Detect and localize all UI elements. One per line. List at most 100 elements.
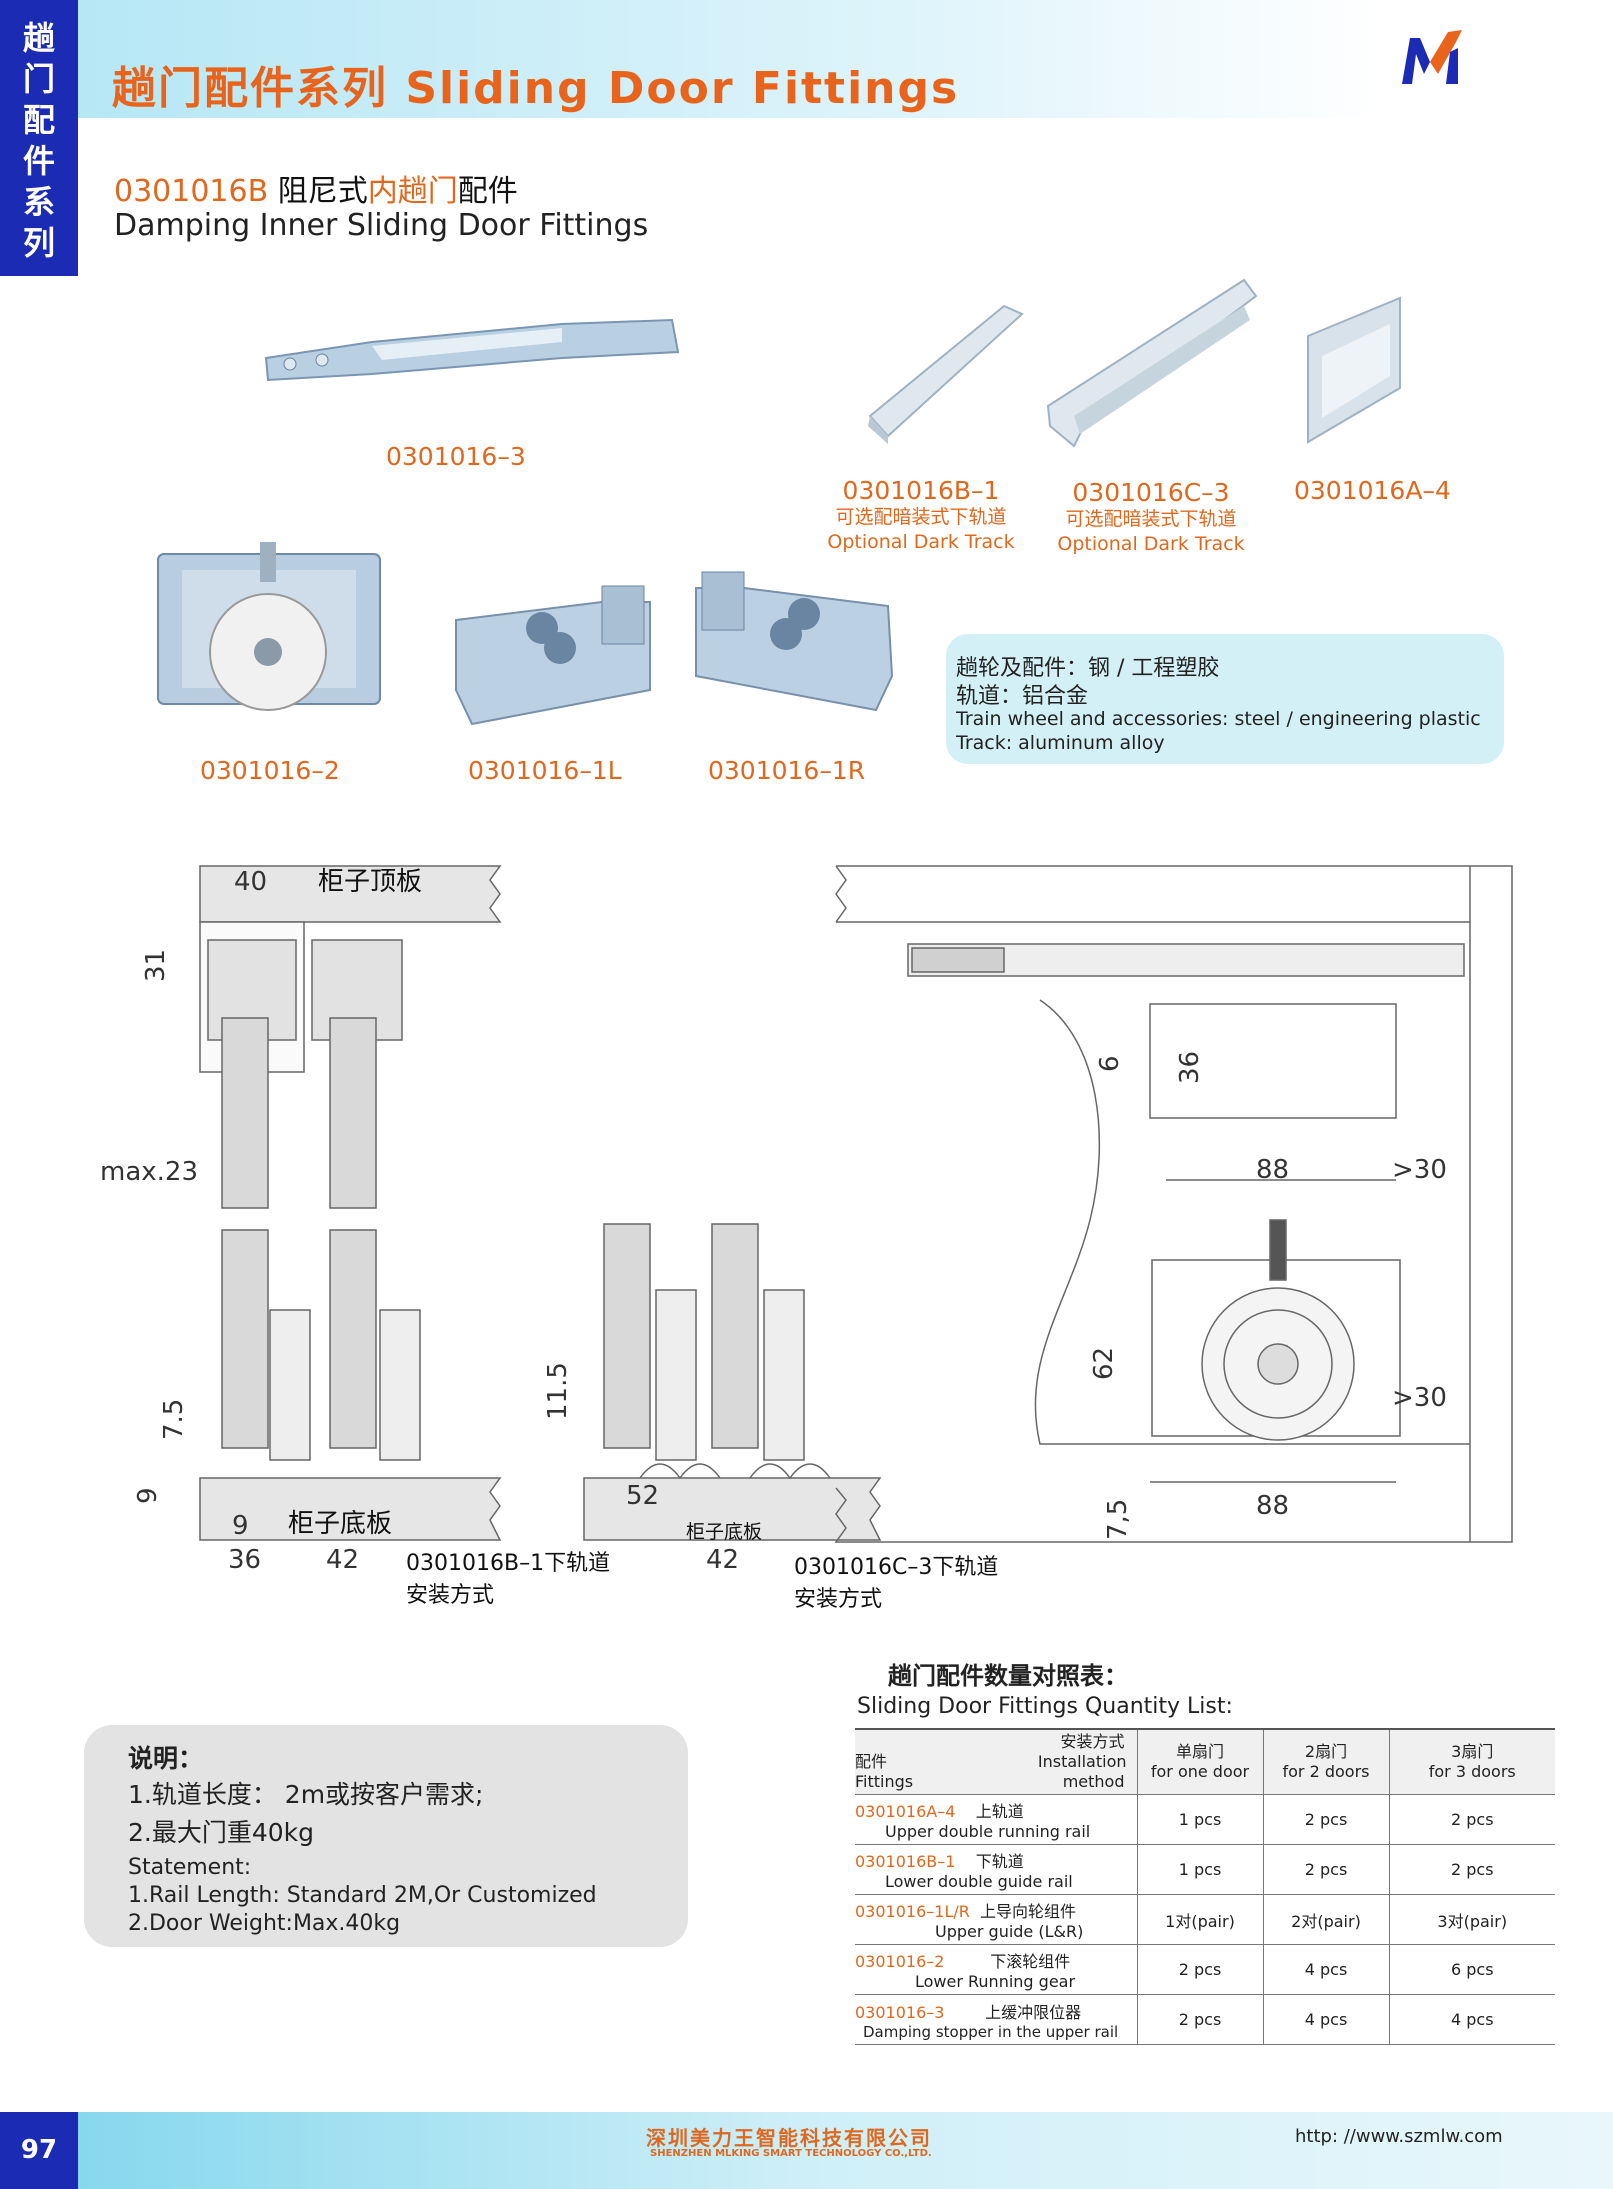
column-header-en: for 2 doors	[1282, 1762, 1370, 1781]
qty-cell: 1 pcs	[1136, 1794, 1263, 1845]
fitting-name-en: Upper double running rail	[885, 1822, 1091, 1841]
qty-cell: 6 pcs	[1388, 1944, 1555, 1995]
material-cn-2: 轨道：铝合金	[956, 684, 1089, 709]
part-cn-c3: 可选配暗装式下轨道	[1065, 508, 1237, 530]
rail-c3-photo	[1046, 278, 1258, 448]
part-label-b1: 0301016B–1 可选配暗装式下轨道 Optional Dark Track	[826, 476, 1016, 555]
fitting-name-cn: 上轨道	[975, 1802, 1024, 1821]
notes-en-1: 1.Rail Length: Standard 2M,Or Customized	[128, 1883, 597, 1908]
notes-en-title: Statement:	[128, 1855, 252, 1880]
dim-gt30-a: >30	[1392, 1155, 1447, 1185]
upper-guide-left-photo	[455, 585, 651, 726]
dim-36: 36	[228, 1545, 261, 1575]
fitting-name-en: Lower double guide rail	[885, 1872, 1073, 1891]
product-code: 0301016B	[114, 174, 269, 209]
qty-table-subtitle: Sliding Door Fittings Quantity List:	[857, 1694, 1233, 1719]
dim-7-5-b: 7,5	[1103, 1499, 1133, 1540]
part-label-c3: 0301016C–3 可选配暗装式下轨道 Optional Dark Track	[1056, 478, 1246, 557]
notes-title: 说明：	[128, 1744, 204, 1773]
footer-band	[0, 2112, 1613, 2189]
rail-b1-photo	[868, 304, 1024, 444]
qty-cell: 2 pcs	[1136, 1944, 1263, 1995]
part-code-b1: 0301016B–1	[842, 476, 1000, 505]
column-header-cn: 2扇门	[1304, 1742, 1348, 1761]
product-title-cn: 阻尼式	[277, 174, 368, 209]
dim-42: 42	[326, 1545, 359, 1575]
qty-cell: 2对(pair)	[1262, 1894, 1389, 1945]
fitting-name-en: Damping stopper in the upper rail	[863, 2022, 1119, 2041]
qty-cell: 2 pcs	[1262, 1794, 1389, 1845]
website-link[interactable]: http: //www.szmlw.com	[1295, 2126, 1503, 2147]
header-method-cn: 安装方式	[1060, 1732, 1125, 1751]
part-label-2: 0301016–2	[200, 756, 340, 785]
fitting-name-en: Lower Running gear	[915, 1972, 1076, 1991]
dim-6: 6	[1095, 1055, 1125, 1072]
qty-cell: 2 pcs	[1388, 1794, 1555, 1845]
dim-42-b: 42	[706, 1545, 739, 1575]
qty-cell: 1对(pair)	[1136, 1894, 1263, 1945]
rail-a4-photo	[1307, 296, 1401, 444]
company-name-en: SHENZHEN MLKING SMART TECHNOLOGY CO.,LTD…	[650, 2148, 932, 2159]
dim-11-5: 11.5	[543, 1362, 573, 1420]
header-band	[78, 0, 1613, 118]
running-gear-photo	[157, 542, 381, 711]
dim-88-b: 88	[1256, 1491, 1289, 1521]
product-title-highlight: 内趟门	[367, 174, 458, 209]
installation-drawing: 40 柜子顶板 31 max.23 7.5 9 9 柜子底板 36 42 030…	[100, 865, 1513, 1612]
qty-cell: 2 pcs	[1136, 1994, 1263, 2045]
product-title: 0301016B 阻尼式内趟门配件	[114, 166, 518, 210]
upper-guide-right-photo	[695, 571, 894, 712]
install-b1-method: 安装方式	[406, 1583, 494, 1608]
part-en-c3: Optional Dark Track	[1057, 533, 1245, 555]
notes-box: 说明： 1.轨道长度： 2m或按客户需求; 2.最大门重40kg Stateme…	[84, 1725, 688, 1947]
dim-40: 40	[234, 867, 267, 897]
dim-88-a: 88	[1256, 1155, 1289, 1185]
material-en-1: Train wheel and accessories: steel / eng…	[956, 708, 1481, 730]
brand-logo	[1402, 30, 1462, 84]
part-label-3: 0301016–3	[386, 442, 526, 471]
part-label-a4: 0301016A–4	[1294, 476, 1451, 505]
side-tab-char: 趟	[22, 19, 55, 57]
qty-cell: 4 pcs	[1262, 1944, 1389, 1995]
dim-9-horizontal: 9	[232, 1511, 249, 1541]
material-cn-1: 趟轮及配件：钢 / 工程塑胶	[956, 656, 1220, 681]
side-tab-char: 系	[22, 183, 55, 221]
qty-cell: 2 pcs	[1262, 1844, 1389, 1895]
table-header-row: 安装方式 Installation method 配件 Fittings 单扇门…	[855, 1729, 1555, 1795]
side-tab-char: 列	[22, 224, 55, 262]
qty-cell: 3对(pair)	[1388, 1894, 1555, 1945]
qty-cell: 4 pcs	[1262, 1994, 1389, 2045]
fitting-name-cn: 上缓冲限位器	[985, 2002, 1082, 2022]
part-label-1l: 0301016–1L	[468, 756, 622, 785]
material-box: 趟轮及配件：钢 / 工程塑胶 轨道：铝合金 Train wheel and ac…	[946, 634, 1504, 764]
install-c3-method: 安装方式	[794, 1587, 882, 1612]
dim-31: 31	[141, 949, 171, 982]
fitting-name-cn: 下轨道	[975, 1852, 1024, 1871]
company-name-cn: 深圳美力王智能科技有限公司	[646, 2126, 932, 2150]
column-header-en: for 3 doors	[1428, 1762, 1516, 1781]
notes-line-2: 2.最大门重40kg	[128, 1818, 315, 1847]
install-c3-label: 0301016C–3下轨道	[794, 1555, 998, 1580]
quantity-table: 安装方式 Installation method 配件 Fittings 单扇门…	[855, 1728, 1555, 2045]
side-category-tab: 趟 门 配 件 系 列	[0, 0, 78, 276]
part-label-1r: 0301016–1R	[708, 756, 866, 785]
notes-en-2: 2.Door Weight:Max.40kg	[128, 1911, 401, 1936]
column-header-cn: 3扇门	[1451, 1742, 1494, 1761]
install-b1-label: 0301016B–1下轨道	[406, 1551, 610, 1576]
dim-gt30-b: >30	[1392, 1383, 1447, 1413]
product-title-cn-end: 配件	[457, 174, 518, 209]
dim-7-5: 7.5	[159, 1399, 189, 1440]
header-fittings-en: Fittings	[855, 1772, 914, 1791]
dim-52: 52	[626, 1481, 659, 1511]
fitting-code: 0301016B–1	[855, 1852, 956, 1871]
qty-cell: 2 pcs	[1388, 1844, 1555, 1895]
notes-line-1: 1.轨道长度： 2m或按客户需求;	[128, 1780, 484, 1809]
side-tab-char: 门	[22, 60, 55, 98]
